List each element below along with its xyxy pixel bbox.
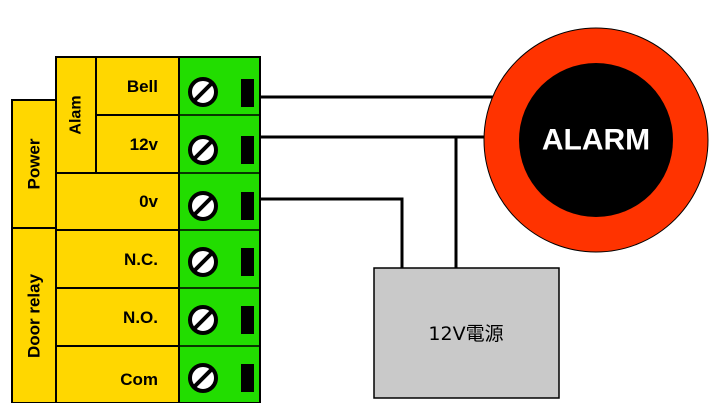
alarm-group-label: Alam [68,95,85,134]
terminal-label-bell: Bell [127,77,158,96]
screw-terminal-icon[interactable] [188,135,218,165]
power-supply-body [373,267,560,399]
door-relay-group-label: Door relay [25,273,44,358]
screw-terminal-icon[interactable] [188,191,218,221]
door-relay-group-cell [11,227,57,403]
terminal-label-12v: 12v [130,135,159,154]
terminal-contact-icon [241,248,254,276]
wire-0v-to-supply [260,197,404,268]
screw-terminal-icon[interactable] [188,363,218,393]
power-supply-box: 12V電源 [373,267,560,399]
screw-terminal-icon[interactable] [188,305,218,335]
label-cell-bell [95,56,180,116]
label-cell-0v [55,172,180,231]
terminal-contact-icon [241,192,254,220]
power-supply-label: 12V電源 [428,323,503,345]
alarm-device: ALARM [483,27,709,253]
terminal-contact-icon [241,306,254,334]
alarm-center [519,63,673,217]
label-cell-no [55,287,180,347]
terminal-label-no: N.O. [123,308,158,327]
terminal-label-panel: Power Door relay Alam Bell 12v 0v N.C. N… [11,56,180,403]
terminal-contact-icon [241,136,254,164]
terminal-contact-icon [241,364,254,392]
power-group-cell [11,99,57,229]
label-cell-com [55,345,180,403]
screw-terminal-icon[interactable] [188,77,218,107]
terminal-label-com: Com [120,370,158,389]
terminal-label-nc: N.C. [124,250,158,269]
alarm-label: ALARM [542,124,650,157]
screw-terminal-icon[interactable] [188,247,218,277]
terminal-label-0v: 0v [139,192,158,211]
power-group-label: Power [25,138,44,189]
wiring [260,95,500,268]
terminal-strip [178,56,261,403]
terminal-contact-icon [241,79,254,107]
label-cell-nc [55,229,180,289]
